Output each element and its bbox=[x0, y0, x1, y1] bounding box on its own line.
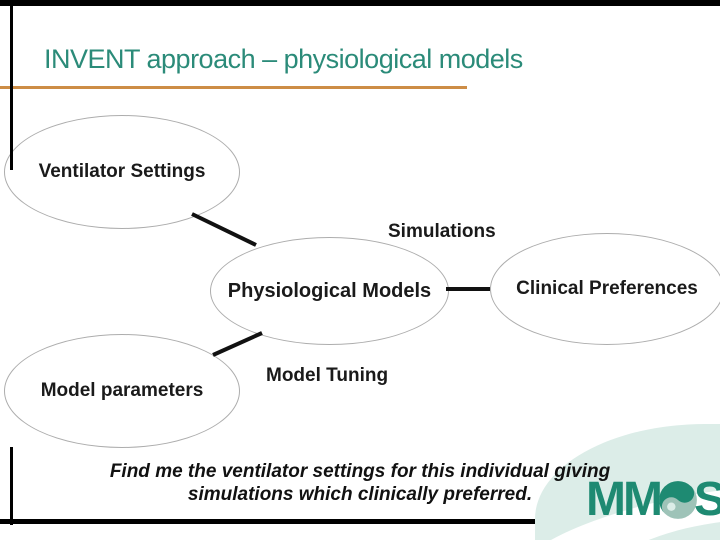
node-ventilator-settings: Ventilator Settings bbox=[4, 115, 240, 229]
connector-ventilator-to-physio bbox=[191, 212, 257, 247]
frame-top-border bbox=[0, 0, 720, 6]
node-physiological-models-label: Physiological Models bbox=[227, 279, 432, 302]
node-model-parameters-label: Model parameters bbox=[40, 380, 204, 401]
node-ventilator-settings-label: Ventilator Settings bbox=[38, 161, 206, 182]
node-clinical-preferences-label: Clinical Preferences bbox=[516, 278, 698, 299]
node-model-parameters: Model parameters bbox=[4, 334, 240, 448]
page-title: INVENT approach – physiological models bbox=[44, 44, 523, 74]
node-physiological-models: Physiological Models bbox=[210, 237, 449, 345]
title-underline bbox=[0, 86, 467, 89]
frame-left-border-bottom bbox=[10, 447, 13, 525]
caption-line-2: simulations which clinically preferred. bbox=[187, 484, 533, 505]
caption: Find me the ventilator settings for this… bbox=[70, 460, 650, 506]
label-simulations: Simulations bbox=[388, 221, 496, 242]
logo-text-prefix: MM bbox=[586, 473, 663, 526]
logo-text-suffix: S bbox=[693, 473, 720, 526]
node-clinical-preferences: Clinical Preferences bbox=[490, 233, 720, 345]
frame-left-border-top bbox=[10, 0, 13, 170]
logo-swirl-icon bbox=[657, 479, 699, 521]
label-model-tuning: Model Tuning bbox=[266, 365, 389, 386]
frame-bottom-border bbox=[0, 519, 625, 524]
connector-params-to-physio bbox=[212, 331, 263, 357]
mmds-logo: MM S bbox=[586, 473, 720, 526]
caption-line-1: Find me the ventilator settings for this… bbox=[109, 461, 611, 482]
